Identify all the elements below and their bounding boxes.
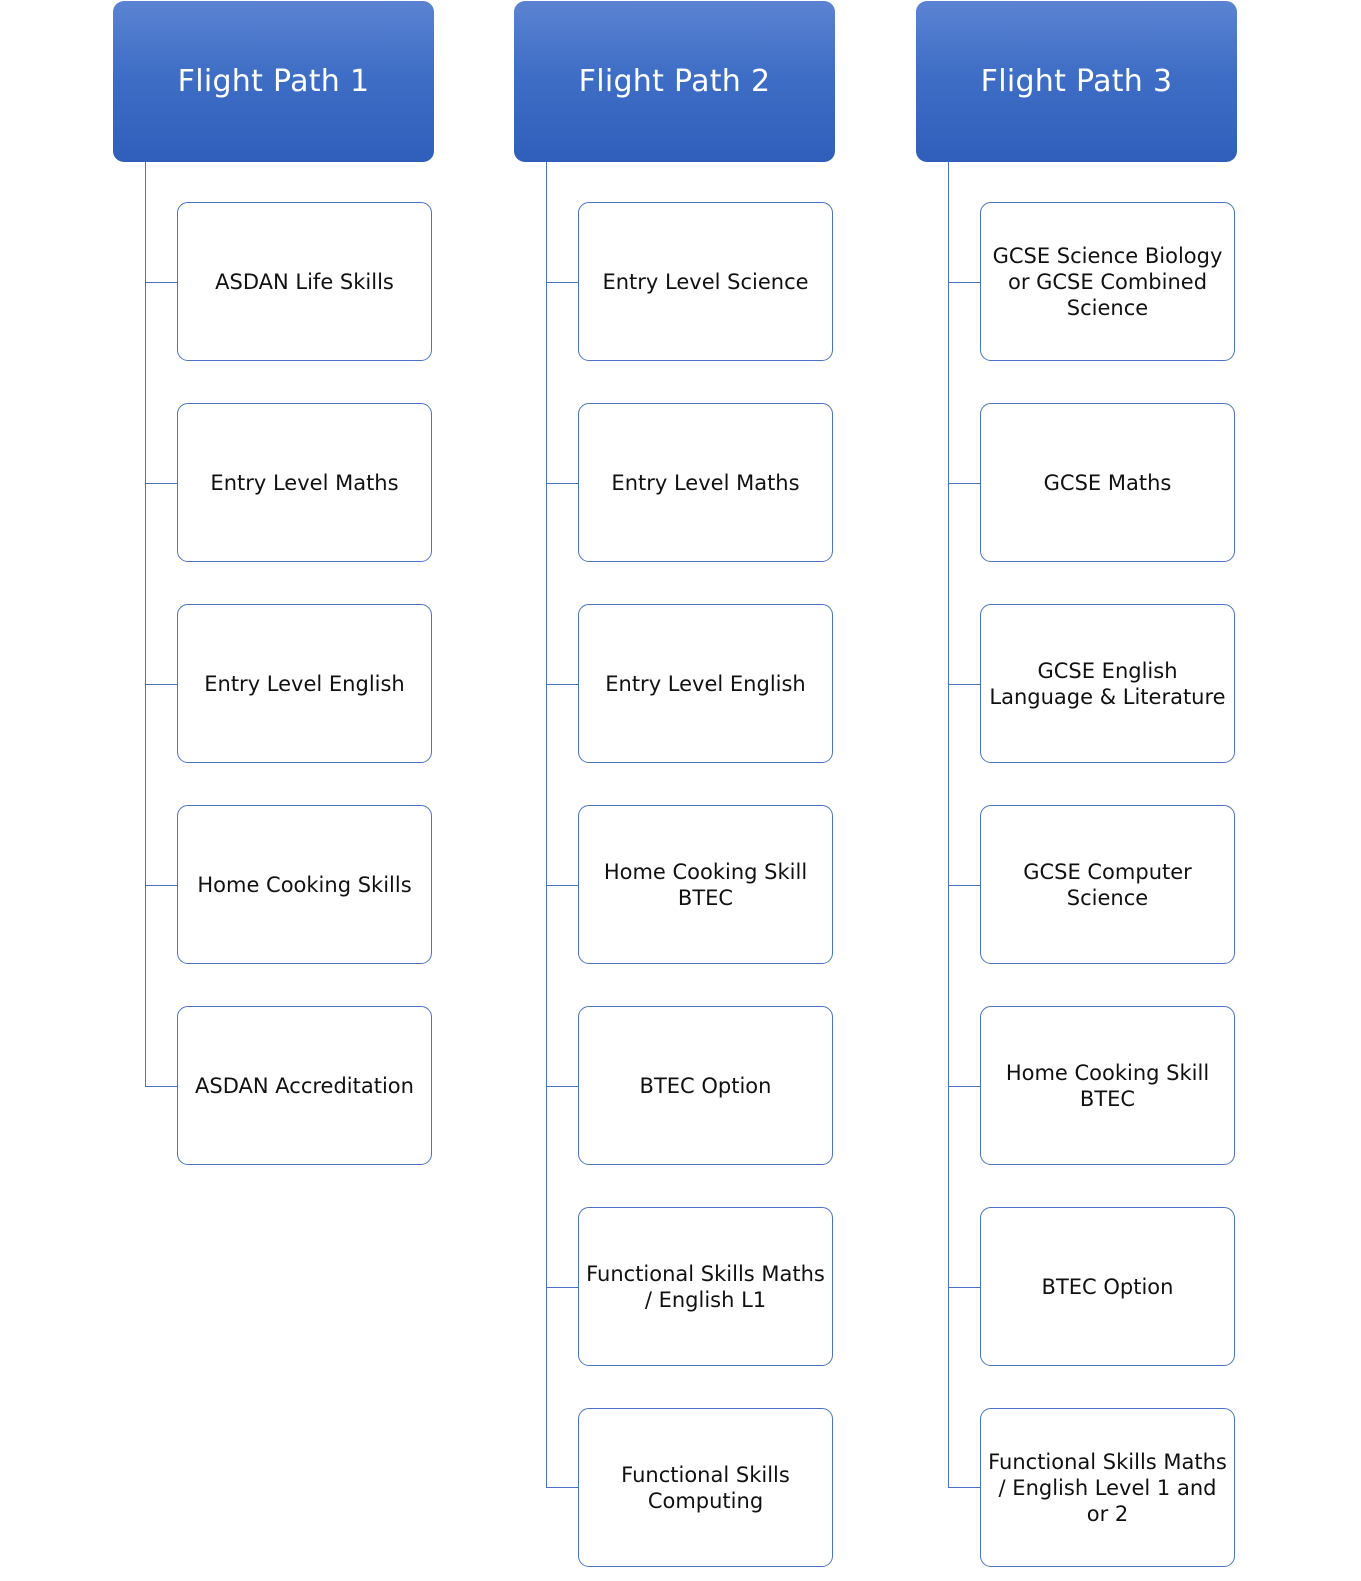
- flight-path-3-branch-line: [948, 1086, 980, 1087]
- subject-box: BTEC Option: [980, 1207, 1235, 1366]
- flight-path-2-branch-line: [546, 1086, 578, 1087]
- flight-path-2-branch-line: [546, 1487, 578, 1488]
- flight-path-3-trunk-line: [948, 162, 949, 1488]
- flight-path-3-header: Flight Path 3: [916, 1, 1237, 162]
- flight-path-1-header: Flight Path 1: [113, 1, 434, 162]
- subject-box: Entry Level Science: [578, 202, 833, 361]
- subject-box: Home Cooking Skills: [177, 805, 432, 964]
- flight-path-1-branch-line: [145, 1086, 177, 1087]
- subject-box: BTEC Option: [578, 1006, 833, 1165]
- flight-path-3-branch-line: [948, 483, 980, 484]
- subject-box: GCSE Science Biology or GCSE Combined Sc…: [980, 202, 1235, 361]
- subject-box: GCSE Maths: [980, 403, 1235, 562]
- flight-path-1-column: Flight Path 1 ASDAN Life Skills Entry Le…: [113, 0, 443, 1581]
- flight-path-3-branch-line: [948, 684, 980, 685]
- flight-path-2-trunk-line: [546, 162, 547, 1488]
- flight-path-2-column: Flight Path 2 Entry Level Science Entry …: [514, 0, 844, 1581]
- flight-path-2-header: Flight Path 2: [514, 1, 835, 162]
- flight-path-1-branch-line: [145, 483, 177, 484]
- flight-path-3-branch-line: [948, 1287, 980, 1288]
- subject-box: Functional Skills Maths / English Level …: [980, 1408, 1235, 1567]
- flight-path-1-branch-line: [145, 684, 177, 685]
- subject-box: Entry Level English: [578, 604, 833, 763]
- subject-box: Functional Skills Computing: [578, 1408, 833, 1567]
- subject-box: Home Cooking Skill BTEC: [980, 1006, 1235, 1165]
- subject-box: ASDAN Life Skills: [177, 202, 432, 361]
- subject-box: Functional Skills Maths / English L1: [578, 1207, 833, 1366]
- subject-box: Entry Level Maths: [177, 403, 432, 562]
- flight-path-3-branch-line: [948, 1487, 980, 1488]
- subject-box: GCSE Computer Science: [980, 805, 1235, 964]
- subject-box: GCSE English Language & Literature: [980, 604, 1235, 763]
- flight-path-3-branch-line: [948, 282, 980, 283]
- flight-path-1-branch-line: [145, 885, 177, 886]
- flight-path-2-branch-line: [546, 483, 578, 484]
- subject-box: Entry Level Maths: [578, 403, 833, 562]
- subject-box: ASDAN Accreditation: [177, 1006, 432, 1165]
- flight-path-2-branch-line: [546, 1287, 578, 1288]
- flight-path-2-branch-line: [546, 684, 578, 685]
- subject-box: Entry Level English: [177, 604, 432, 763]
- flight-path-1-trunk-line: [145, 162, 146, 1087]
- flight-path-2-branch-line: [546, 885, 578, 886]
- flight-path-3-branch-line: [948, 885, 980, 886]
- subject-box: Home Cooking Skill BTEC: [578, 805, 833, 964]
- flight-path-1-branch-line: [145, 282, 177, 283]
- flight-path-2-branch-line: [546, 282, 578, 283]
- flight-path-3-column: Flight Path 3 GCSE Science Biology or GC…: [916, 0, 1246, 1581]
